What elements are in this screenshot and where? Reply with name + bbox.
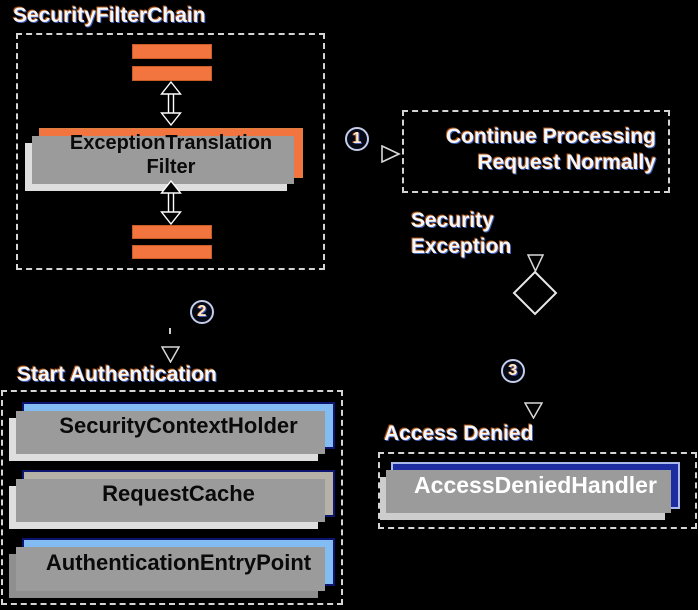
- exception-translation-filter-label-line1: ExceptionTranslation: [69, 132, 273, 154]
- filter-bar-bottom-2: [132, 245, 212, 259]
- step-2-badge: 2: [190, 300, 214, 324]
- security-filter-chain-label: SecurityFilterChain: [13, 4, 206, 27]
- step-1-badge: 1: [345, 127, 369, 151]
- continue-processing-box: Continue Processing Request Normally: [402, 110, 670, 193]
- security-context-holder-label: SecurityContextHolder: [59, 413, 298, 438]
- exception-translation-filter-label-line2: Filter: [146, 156, 196, 178]
- authentication-entry-point-box: AuthenticationEntryPoint: [9, 538, 335, 598]
- arrowhead-down-diamond-icon: [527, 254, 544, 272]
- access-denied-container: [378, 452, 697, 529]
- security-exception-label-line1: Security: [411, 209, 494, 232]
- filter-bar-bottom-1: [132, 225, 212, 239]
- authentication-entry-point-label: AuthenticationEntryPoint: [45, 550, 312, 575]
- request-cache-label: RequestCache: [102, 481, 255, 506]
- continue-processing-line2: Request Normally: [477, 151, 656, 174]
- access-denied-label: Access Denied: [384, 422, 534, 445]
- security-context-holder-box: SecurityContextHolder: [9, 402, 335, 461]
- start-authentication-label: Start Authentication: [17, 363, 217, 386]
- filter-bar-top-2: [132, 66, 212, 81]
- arrowhead-right-icon: [381, 145, 401, 163]
- bidirectional-arrow-top-icon: [160, 81, 182, 126]
- arrowhead-down-access-denied-icon: [524, 402, 543, 419]
- arrowhead-down-start-auth-icon: [161, 346, 180, 363]
- security-exception-label-line2: Exception: [411, 235, 512, 258]
- access-denied-handler-box: AccessDeniedHandler: [380, 462, 680, 520]
- request-cache-box: RequestCache: [9, 470, 335, 529]
- bidirectional-arrow-bottom-icon: [160, 180, 182, 225]
- security-filter-chain-container: [16, 33, 325, 270]
- access-denied-handler-label: AccessDeniedHandler: [414, 472, 657, 498]
- dashed-connector-segment: [169, 328, 171, 334]
- continue-processing-line1: Continue Processing: [445, 125, 656, 148]
- decision-diamond: [512, 270, 558, 316]
- start-authentication-container: [1, 390, 343, 605]
- step-3-badge: 3: [501, 359, 525, 383]
- exception-translation-filter-box: ExceptionTranslation Filter: [25, 128, 303, 191]
- filter-bar-top-1: [132, 44, 212, 59]
